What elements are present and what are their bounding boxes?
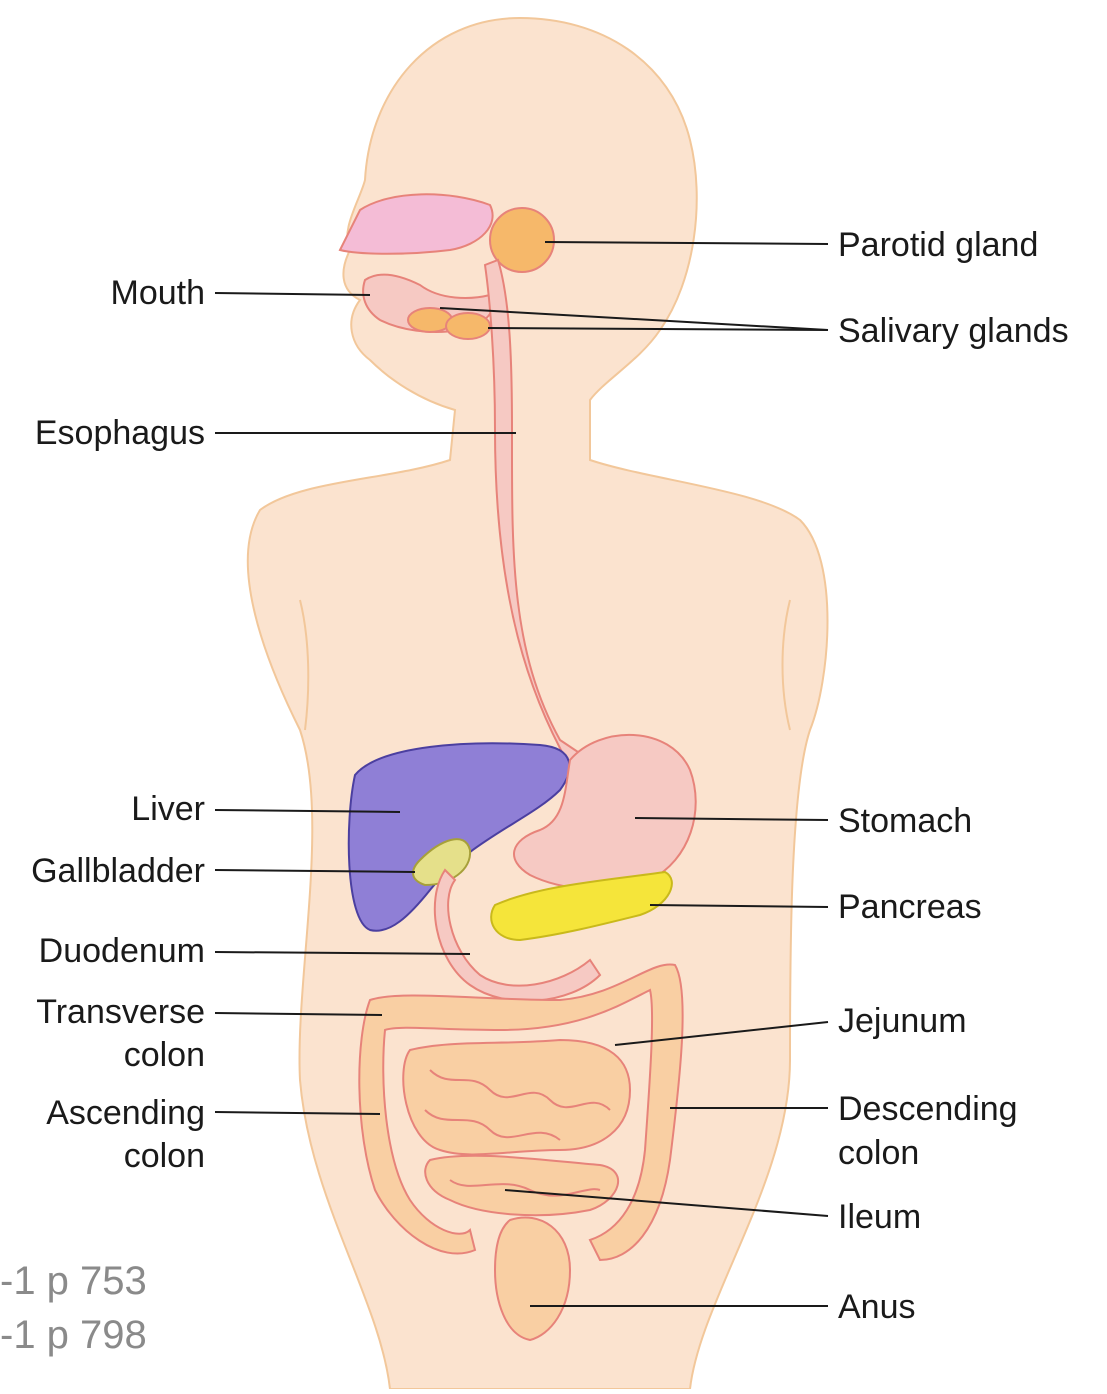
- label-descending-colon-line1: Descending: [838, 1088, 1018, 1130]
- label-ascending-colon-line2: colon: [124, 1135, 205, 1177]
- label-jejunum: Jejunum: [838, 1000, 967, 1042]
- label-stomach: Stomach: [838, 800, 972, 842]
- label-transverse-colon-line1: Transverse: [36, 991, 205, 1033]
- label-anus: Anus: [838, 1286, 916, 1328]
- label-descending-colon-line2: colon: [838, 1132, 919, 1174]
- label-duodenum: Duodenum: [39, 930, 205, 972]
- label-pancreas: Pancreas: [838, 886, 982, 928]
- page-reference-1: -1 p 753: [0, 1258, 147, 1304]
- label-gallbladder: Gallbladder: [31, 850, 205, 892]
- label-esophagus: Esophagus: [35, 412, 205, 454]
- label-parotid-gland: Parotid gland: [838, 224, 1038, 266]
- page-reference-2: -1 p 798: [0, 1312, 147, 1358]
- leader-mouth: [215, 293, 370, 295]
- label-transverse-colon-line2: colon: [124, 1034, 205, 1076]
- label-ascending-colon-line1: Ascending: [46, 1092, 205, 1134]
- label-mouth: Mouth: [111, 272, 206, 314]
- label-ileum: Ileum: [838, 1196, 921, 1238]
- label-liver: Liver: [131, 788, 205, 830]
- label-salivary-glands: Salivary glands: [838, 310, 1069, 352]
- salivary-gland-2: [446, 313, 490, 339]
